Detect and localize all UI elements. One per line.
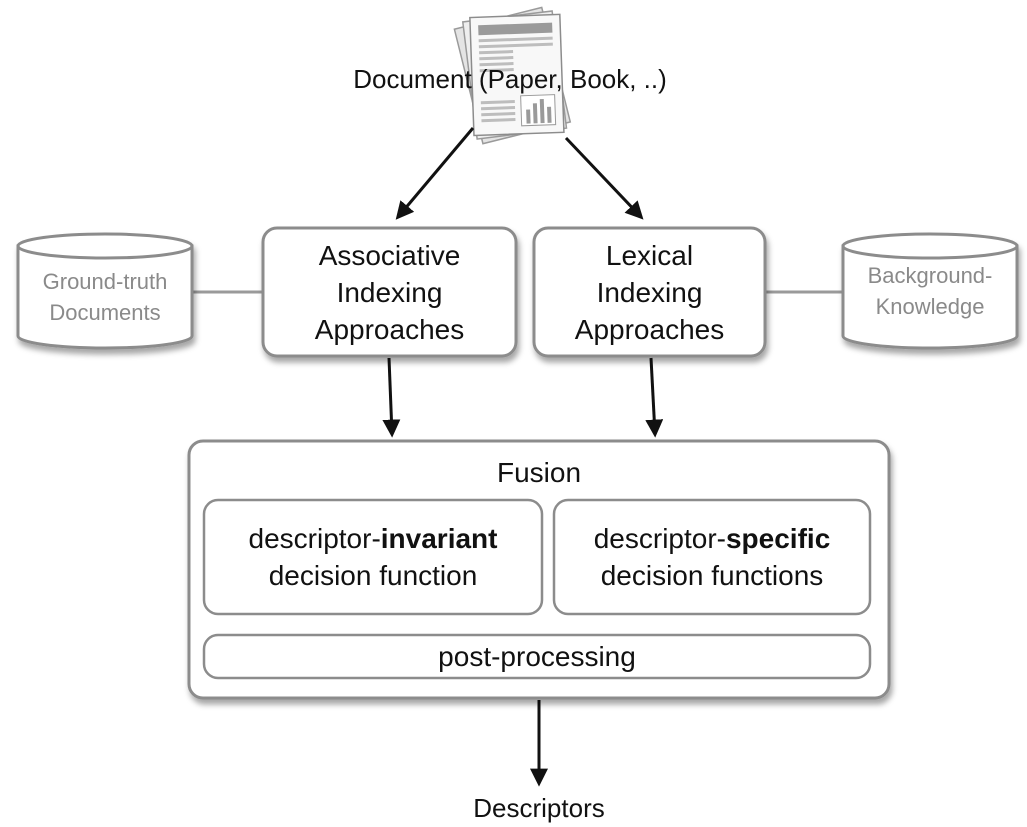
arrow-associative-to-fusion [382,357,401,438]
fusion-title: Fusion [496,457,582,488]
specific-decision-label: descriptor-specific decision functions [554,520,870,594]
invariant-decision-box [202,498,544,616]
arrow-lexical-to-fusion [645,357,664,438]
associative-line1: Associative [318,240,461,271]
invariant-line1: descriptor-invariant [248,523,498,554]
invariant-emphasis: invariant [380,523,498,554]
specific-line1: descriptor-specific [593,523,831,554]
newspaper-icon [453,6,572,145]
associative-indexing-label: Associative Indexing Approaches [263,237,516,348]
specific-decision-box [552,498,872,616]
associative-indexing-box [261,226,518,358]
lexical-indexing-box [532,226,767,358]
associative-line3: Approaches [314,314,465,345]
post-processing-box [202,633,872,680]
ground-truth-line1: Ground-truth [42,269,168,294]
background-knowledge-line2: Knowledge [875,294,985,319]
post-processing-label: post-processing [438,641,636,672]
lexical-line2: Indexing [596,277,703,308]
lexical-line1: Lexical [605,240,694,271]
background-knowledge-line1: Background- [867,263,993,288]
associative-line2: Indexing [336,277,443,308]
lexical-line3: Approaches [574,314,725,345]
arrow-document-to-associative [395,127,475,220]
ground-truth-line2: Documents [49,300,161,325]
invariant-line2: decision function [268,560,478,591]
invariant-decision-label: descriptor-invariant decision function [204,520,542,594]
descriptors-label: Descriptors [473,793,605,823]
arrow-document-to-lexical [564,136,644,220]
lexical-indexing-label: Lexical Indexing Approaches [534,237,765,348]
ground-truth-database-icon [16,232,194,350]
document-label: Document (Paper, Book, ..) [353,64,667,94]
specific-emphasis: specific [725,523,831,554]
specific-line2: decision functions [600,560,824,591]
ground-truth-label: Ground-truth Documents [18,266,192,328]
background-knowledge-label: Background- Knowledge [843,260,1017,322]
background-knowledge-database-icon [841,232,1019,350]
